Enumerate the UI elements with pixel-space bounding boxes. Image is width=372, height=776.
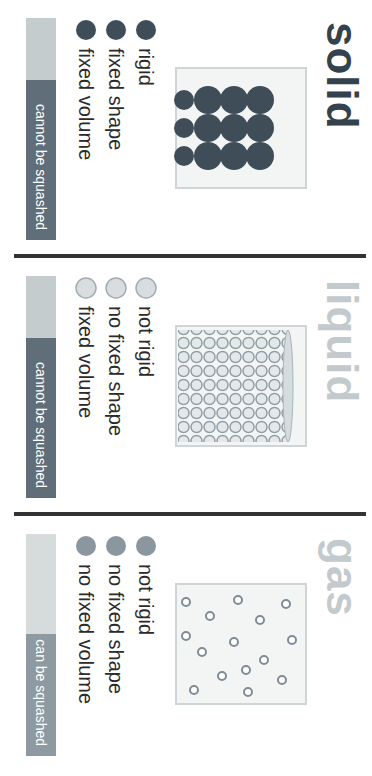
property-text: no fixed volume xyxy=(74,564,98,704)
property-text: no fixed shape xyxy=(104,564,128,694)
property-text: not rigid xyxy=(134,564,158,635)
divider-line xyxy=(14,512,366,516)
liquid-beaker xyxy=(176,326,306,446)
bar-text: cannot be squashed xyxy=(33,362,49,488)
divider-line xyxy=(14,254,366,258)
property-text: fixed shape xyxy=(104,48,128,150)
property-text: fixed volume xyxy=(74,306,98,418)
gas-beaker xyxy=(176,584,306,704)
state-title: solid xyxy=(318,22,366,130)
squash-bar: cannot be squashed xyxy=(26,18,56,240)
squash-bar: can be squashed xyxy=(26,534,56,756)
property-text: no fixed shape xyxy=(104,306,128,436)
property-text: not rigid xyxy=(134,306,158,377)
bar-text: cannot be squashed xyxy=(33,104,49,230)
solid-beaker xyxy=(174,68,306,188)
bar-text: can be squashed xyxy=(33,639,49,746)
state-title: liquid xyxy=(318,280,366,403)
state-title: gas xyxy=(318,538,366,617)
property-text: rigid xyxy=(134,48,158,86)
squash-bar: cannot be squashed xyxy=(26,276,56,498)
property-text: fixed volume xyxy=(74,48,98,160)
